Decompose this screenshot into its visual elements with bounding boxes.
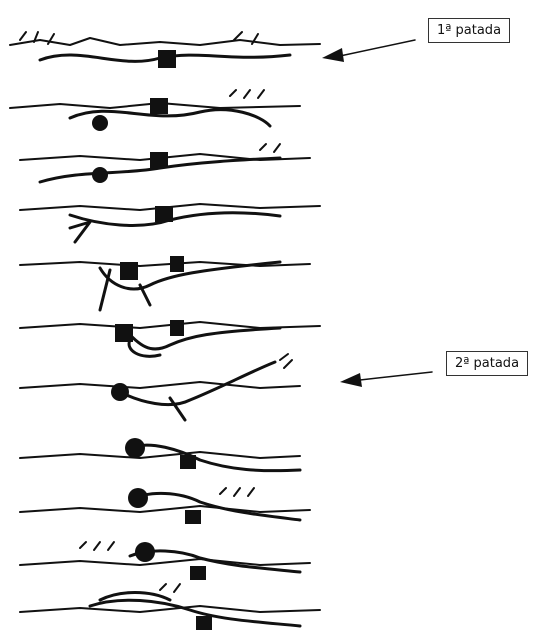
swimmer-frame-1 <box>10 32 320 68</box>
swimmer-frame-2 <box>10 90 300 131</box>
swimmer-frame-4 <box>20 204 320 242</box>
callout-first-kick: 1ª patada <box>428 18 510 43</box>
callout-second-kick-label: 2ª patada <box>455 356 519 371</box>
callout-arrow-1 <box>322 40 415 62</box>
swimmer-frame-11 <box>20 584 320 630</box>
callout-second-kick: 2ª patada <box>446 351 528 376</box>
swimmer-frame-5 <box>20 256 310 310</box>
callout-arrow-2 <box>340 372 432 387</box>
swimmer-frame-3 <box>20 144 310 183</box>
swimmer-frame-9 <box>20 488 310 524</box>
swimmer-frame-8 <box>20 438 300 471</box>
callout-first-kick-label: 1ª patada <box>437 23 501 38</box>
swimmer-frame-6 <box>20 320 320 356</box>
swimmer-frame-7 <box>20 354 300 420</box>
swimmer-frame-10 <box>20 542 310 580</box>
